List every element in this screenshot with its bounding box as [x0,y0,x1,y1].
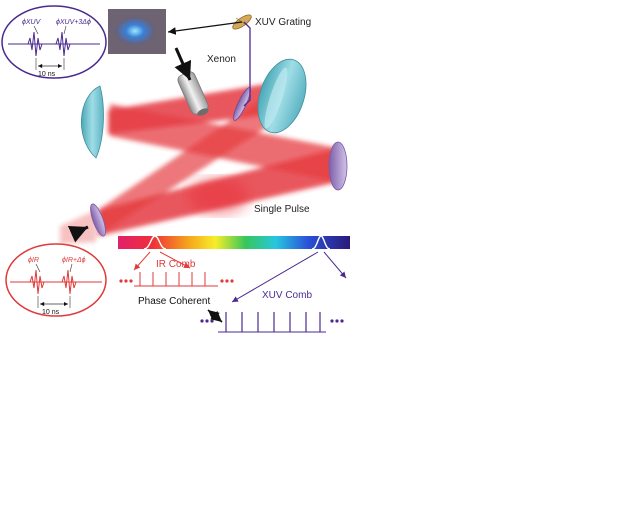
xuv-comb-arrow [231,251,319,303]
xuv-peak-icon [311,235,331,250]
xuv-beam-path [243,21,251,107]
phase-coherent-arrow [207,309,223,323]
ir-spacing-label: 10 ns [42,309,60,316]
input-coupler-mirror [90,203,106,237]
xuv-grating-label: XUV Grating [255,17,311,28]
input-arrow-icon [67,225,89,243]
ir-phase-left-label: ϕIR [28,257,39,264]
ir-comb-label: IR Comb [156,259,196,270]
left-curved-mirror [81,85,104,159]
spectrum-bar [118,236,350,249]
ir-comb [119,272,234,287]
xenon-flow-arrow-icon [174,47,192,81]
xuv-comb [200,312,344,333]
xuv-comb-label: XUV Comb [262,290,312,301]
ir-phase-right-label: ϕIR+Δϕ [62,257,86,264]
right-flat-mirror [328,141,348,191]
ir-comb-arrow-2 [159,251,191,269]
xuv-to-detector-line [167,21,243,35]
xuv-spacing-label: 10 ns [38,71,56,78]
xuv-comb-arrow-2 [323,251,347,279]
xenon-label: Xenon [207,54,236,65]
ir-pulse-inset [5,243,107,317]
phase-coherent-label: Phase Coherent [138,296,210,307]
single-pulse-label: Single Pulse [254,204,310,215]
xuv-phase-right-label: ϕXUV+3Δϕ [56,19,91,26]
ir-comb-arrow [133,251,151,271]
ir-peak-icon [143,235,167,250]
single-pulse-focus [188,178,248,214]
xuv-pulse-inset [1,5,107,79]
xenon-nozzle [174,47,209,116]
xuv-phase-left-label: ϕXUV [22,19,42,26]
right-curved-mirror [257,58,307,134]
